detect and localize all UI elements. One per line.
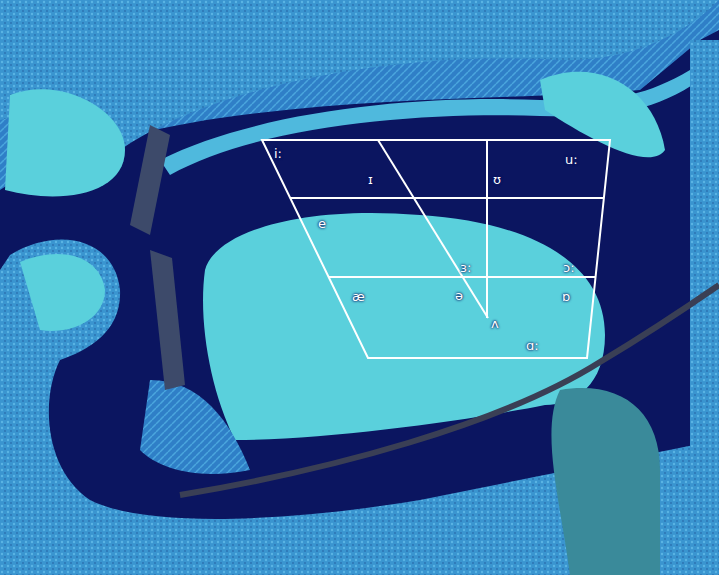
vowel-symbol: ʊ (493, 172, 501, 187)
vowel-symbol: u: (565, 152, 578, 167)
vowel-symbol: i: (274, 146, 282, 161)
vowel-symbol: ə (455, 288, 463, 303)
vowel-chart (262, 140, 610, 358)
vowel-symbol: ɪ (368, 172, 373, 187)
vowel-symbol: ɜ: (460, 260, 471, 275)
vowel-symbol: æ (352, 289, 365, 304)
vowel-symbol: ɑ: (526, 338, 539, 353)
vowel-symbol: e (318, 216, 326, 231)
vowel-symbol: ʌ (491, 316, 499, 331)
vowel-symbol: ɔ: (563, 260, 575, 275)
vowel-symbol: ɒ (562, 289, 570, 304)
